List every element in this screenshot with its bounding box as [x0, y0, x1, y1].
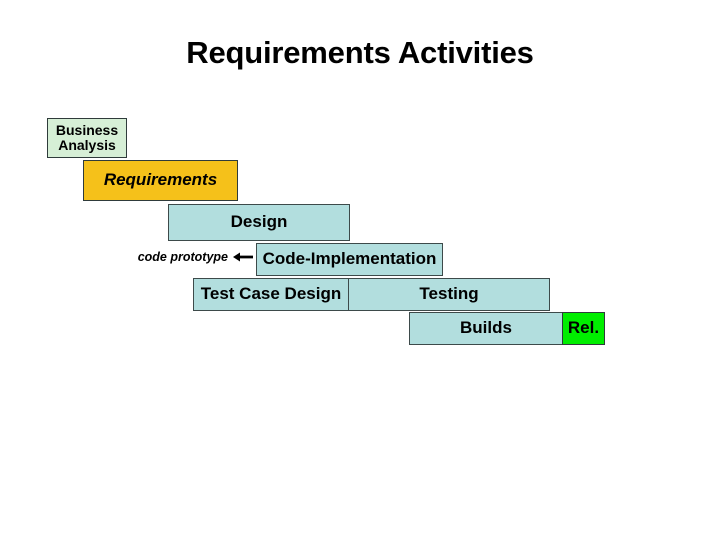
stage-box-release[interactable]: Rel.	[562, 312, 605, 345]
stage-label-builds: Builds	[460, 318, 512, 338]
stage-label-testing: Testing	[419, 284, 479, 304]
stage-box-requirements[interactable]: Requirements	[83, 160, 238, 201]
stage-box-builds[interactable]: Builds	[409, 312, 563, 345]
stage-label-business-analysis: Business Analysis	[55, 121, 119, 153]
page-title: Requirements Activities	[186, 35, 534, 70]
stage-box-testing[interactable]: Testing	[348, 278, 550, 311]
stage-label-release: Rel.	[567, 318, 600, 338]
left-arrow-icon	[233, 250, 253, 264]
stage-label-line1: Business	[55, 121, 119, 138]
stage-box-business-analysis[interactable]: Business Analysis	[47, 118, 127, 158]
stage-label-design: Design	[230, 212, 288, 232]
stage-label-line2: Analysis	[58, 137, 116, 153]
stage-box-test-case-design[interactable]: Test Case Design	[193, 278, 349, 311]
stage-box-design[interactable]: Design	[168, 204, 350, 241]
stage-label-requirements: Requirements	[103, 170, 218, 190]
stage-box-code-implementation[interactable]: Code-Implementation	[256, 243, 443, 276]
stage-label-code-implementation: Code-Implementation	[262, 249, 437, 269]
annotation-code-prototype: code prototype	[137, 250, 228, 264]
stage-label-test-case-design: Test Case Design	[200, 284, 342, 304]
